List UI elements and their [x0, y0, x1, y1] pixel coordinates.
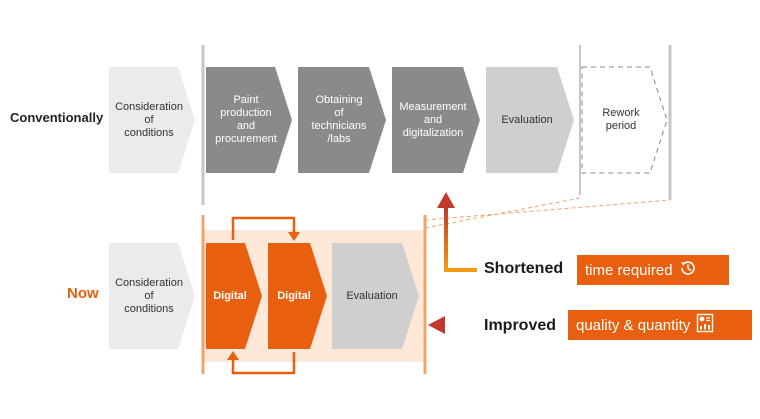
conv-step-consideration-label: Consideration of conditions	[115, 100, 183, 139]
conv-step-measurement	[392, 67, 480, 173]
conv-step-measurement-label: Measurement and digitalization	[399, 100, 467, 139]
clock-rewind-icon	[679, 259, 697, 281]
loop-arrow-top	[231, 216, 296, 240]
conv-step-technicians	[298, 67, 386, 173]
badge-time-required-text: time required	[585, 261, 673, 279]
conv-step-paint-label: Paint production and procurement	[215, 94, 277, 145]
conv-step-rework-label: Rework period	[602, 107, 640, 132]
result-label-shortened: Shortened	[484, 260, 564, 277]
shortened-arrow-head	[437, 192, 455, 208]
conv-step-paint	[206, 67, 292, 173]
shortened-arrow	[444, 208, 477, 272]
shorten-dashed-line-2	[424, 199, 671, 221]
conv-step-technicians-label: Obtaining of technicians /labs	[311, 94, 367, 145]
now-step-digital-1	[206, 243, 262, 349]
loop-arrow-bottom-head	[227, 351, 239, 360]
now-step-consideration-label: Consideration of conditions	[115, 276, 183, 315]
result-label-improved: Improved	[484, 317, 557, 334]
shorten-dashed-line-1	[424, 197, 581, 229]
row-label-now: Now	[67, 285, 99, 302]
loop-arrow-bottom	[231, 352, 296, 375]
now-step-evaluation-label: Evaluation	[346, 289, 398, 302]
now-step-evaluation	[332, 243, 419, 349]
loop-arrow-top-head	[288, 232, 300, 241]
badge-time-required: time required	[577, 255, 729, 285]
now-step-digital-2	[268, 243, 327, 349]
improved-arrow-head	[428, 316, 445, 334]
now-step-digital-2-label: Digital	[277, 289, 311, 302]
now-step-consideration	[109, 243, 195, 349]
badge-quality-quantity: quality & quantity	[568, 310, 752, 340]
conv-step-evaluation-label: Evaluation	[501, 113, 553, 126]
badge-quality-quantity-text: quality & quantity	[576, 316, 691, 334]
report-chart-icon	[696, 313, 714, 337]
conv-step-consideration	[109, 67, 195, 173]
conv-step-rework	[581, 66, 668, 174]
now-step-digital-1-label: Digital	[213, 289, 247, 302]
row-label-conventionally: Conventionally	[10, 110, 104, 125]
conv-step-evaluation	[486, 67, 574, 173]
